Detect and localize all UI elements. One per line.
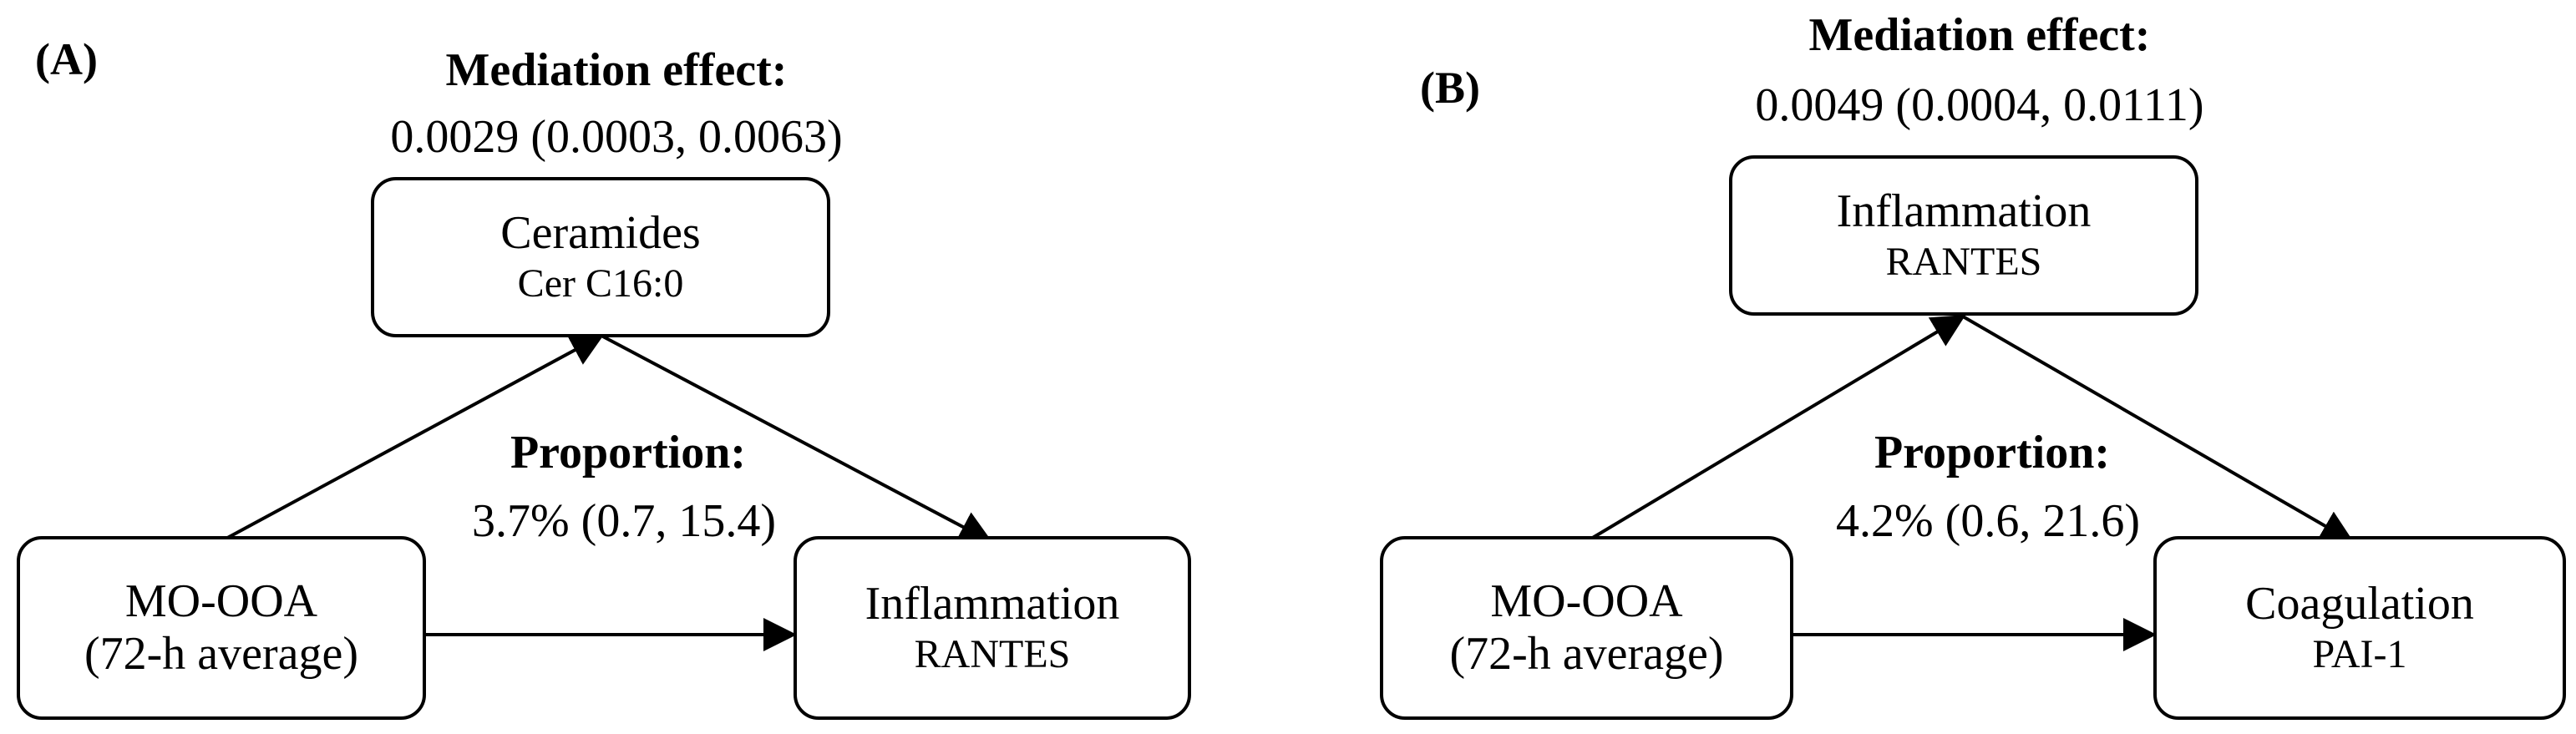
panel-a-mediator-box: Ceramides Cer C16:0 bbox=[371, 177, 830, 337]
panel-b-mediation-value: 0.0049 (0.0004, 0.0111) bbox=[1755, 79, 2204, 131]
panel-a-proportion-title: Proportion: bbox=[510, 427, 747, 478]
panel-a-outcome-box: Inflammation RANTES bbox=[794, 536, 1191, 720]
panel-b-outcome-line2: PAI-1 bbox=[2312, 632, 2407, 677]
panel-b-exposure-line2: (72-h average) bbox=[1449, 628, 1724, 680]
panel-b-label: (B) bbox=[1420, 63, 1480, 113]
panel-b-mediation-title: Mediation effect: bbox=[1808, 9, 2151, 61]
panel-a-exposure-line2: (72-h average) bbox=[84, 628, 358, 680]
panel-a-mediator-line2: Cer C16:0 bbox=[517, 261, 684, 306]
panel-b-mediator-line1: Inflammation bbox=[1836, 185, 2092, 237]
panel-a-mediation-value: 0.0029 (0.0003, 0.0063) bbox=[390, 111, 843, 163]
arrow-a-exposure-to-mediator bbox=[221, 334, 605, 543]
panel-b-proportion-value: 4.2% (0.6, 21.6) bbox=[1836, 495, 2140, 547]
arrow-b-mediator-to-outcome bbox=[1961, 315, 2355, 544]
panel-b-exposure-line1: MO-OOA bbox=[1490, 575, 1683, 628]
panel-a-mediation-title: Mediation effect: bbox=[445, 44, 788, 96]
panel-a-exposure-line1: MO-OOA bbox=[124, 575, 318, 628]
panel-b-proportion-title: Proportion: bbox=[1874, 427, 2111, 478]
panel-a-label: (A) bbox=[35, 34, 98, 84]
panel-a-proportion-value: 3.7% (0.7, 15.4) bbox=[472, 495, 776, 547]
panel-a-mediator-line1: Ceramides bbox=[500, 207, 701, 259]
panel-b-mediator-box: Inflammation RANTES bbox=[1729, 155, 2198, 316]
arrow-a-mediator-to-outcome bbox=[601, 334, 993, 543]
panel-b-outcome-line1: Coagulation bbox=[2245, 578, 2474, 630]
panel-b-outcome-box: Coagulation PAI-1 bbox=[2153, 536, 2566, 720]
panel-b-mediator-line2: RANTES bbox=[1885, 240, 2042, 285]
panel-a-exposure-box: MO-OOA (72-h average) bbox=[17, 536, 426, 720]
panel-b-exposure-box: MO-OOA (72-h average) bbox=[1380, 536, 1793, 720]
panel-a-outcome-line1: Inflammation bbox=[865, 578, 1120, 630]
arrow-b-exposure-to-mediator bbox=[1585, 314, 1966, 543]
panel-a-outcome-line2: RANTES bbox=[914, 632, 1071, 677]
